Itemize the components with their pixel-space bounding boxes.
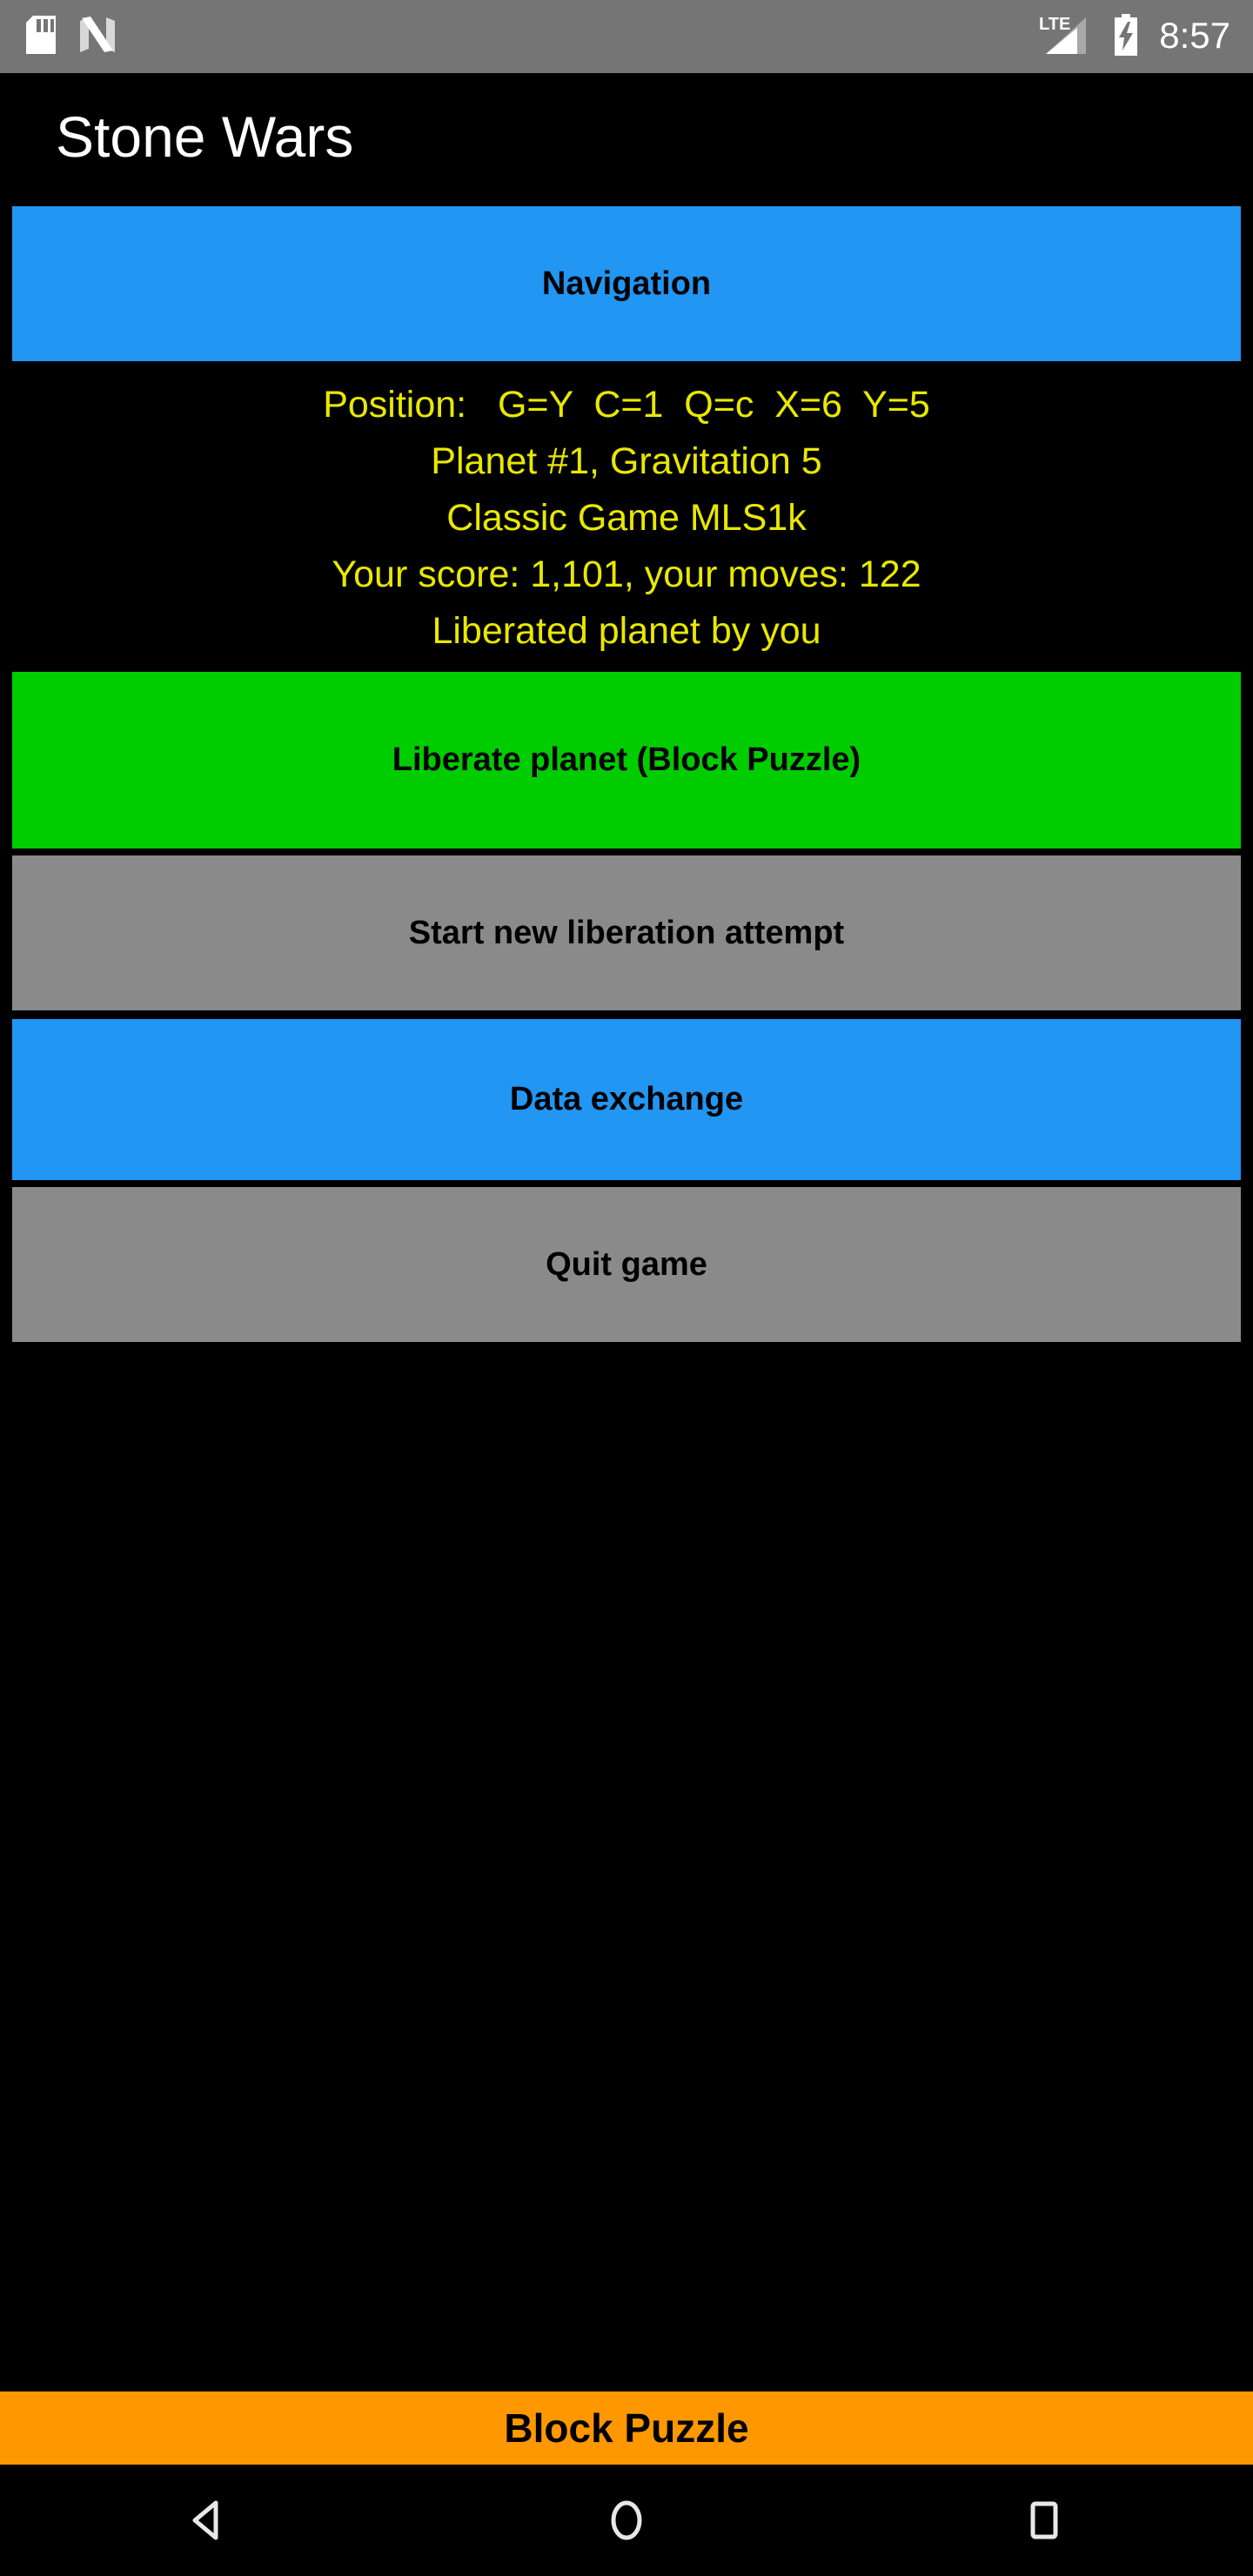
quit-game-button[interactable]: Quit game	[12, 1187, 1241, 1342]
recents-icon	[1030, 2501, 1058, 2539]
status-bar: LTE 8:57	[0, 0, 1253, 73]
game-info-block: Position: G=Y C=1 Q=c X=6 Y=5 Planet #1,…	[0, 361, 1253, 672]
status-bar-left-icons	[26, 15, 117, 58]
data-exchange-button[interactable]: Data exchange	[12, 1019, 1241, 1180]
sd-card-icon	[26, 15, 56, 58]
svg-text:LTE: LTE	[1039, 15, 1070, 34]
main-content: Navigation Position: G=Y C=1 Q=c X=6 Y=5…	[0, 199, 1253, 2392]
android-nougat-icon	[78, 16, 117, 58]
navigation-button[interactable]: Navigation	[12, 206, 1241, 361]
status-bar-right-icons: LTE 8:57	[1037, 12, 1230, 62]
info-line-score: Your score: 1,101, your moves: 122	[332, 553, 921, 595]
home-icon	[611, 2500, 642, 2540]
status-bar-clock: 8:57	[1159, 14, 1230, 56]
android-navigation-bar	[0, 2465, 1253, 2576]
battery-charging-icon	[1112, 13, 1140, 60]
content-spacer	[0, 1342, 1253, 2392]
info-line-planet: Planet #1, Gravitation 5	[431, 440, 822, 482]
app-title-bar: Stone Wars	[0, 73, 1253, 199]
liberate-planet-button[interactable]: Liberate planet (Block Puzzle)	[12, 672, 1241, 849]
info-line-status: Liberated planet by you	[432, 610, 821, 652]
block-puzzle-banner[interactable]: Block Puzzle	[0, 2392, 1253, 2465]
signal-cellular-icon: LTE	[1037, 12, 1093, 62]
back-icon	[192, 2500, 218, 2540]
back-button[interactable]	[0, 2465, 418, 2576]
home-button[interactable]	[418, 2465, 835, 2576]
page-title: Stone Wars	[56, 104, 354, 169]
recents-button[interactable]	[835, 2465, 1253, 2576]
info-line-game-mode: Classic Game MLS1k	[446, 497, 807, 539]
start-new-liberation-button[interactable]: Start new liberation attempt	[12, 855, 1241, 1010]
info-line-position: Position: G=Y C=1 Q=c X=6 Y=5	[323, 384, 930, 426]
